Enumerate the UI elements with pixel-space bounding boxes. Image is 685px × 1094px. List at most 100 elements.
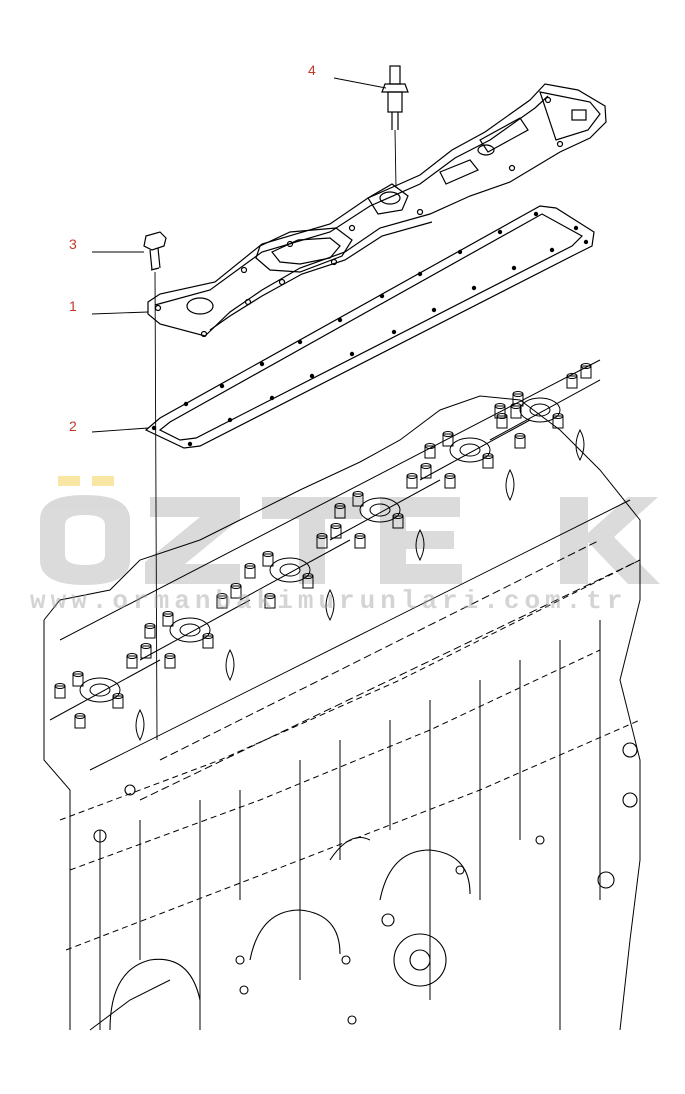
head-bolt — [54, 685, 66, 699]
head-bolt-top — [334, 503, 346, 509]
head-bolt — [112, 695, 124, 709]
head-bolt — [330, 525, 342, 539]
head-bolt-top — [144, 623, 156, 629]
head-bolt-top — [72, 671, 84, 677]
crank-bearing-saddles — [93, 742, 638, 1031]
head-bolt — [442, 433, 454, 447]
rocker-cover-boss-inner — [369, 503, 391, 517]
head-bolt-top — [406, 473, 418, 479]
head-bolt — [354, 535, 366, 549]
head-bolt — [126, 655, 138, 669]
head-bolt-top — [352, 491, 364, 497]
injector-clamp — [415, 528, 425, 562]
rocker-cover-boss — [359, 497, 401, 523]
callout-label-3: 3 — [69, 236, 77, 252]
rocker-cover-boss — [269, 557, 311, 583]
head-bolt-top — [552, 413, 564, 419]
head-bolt-top — [330, 523, 342, 529]
head-bolt — [264, 595, 276, 609]
callout-label-2: 2 — [69, 418, 77, 434]
rocker-cover-boss — [169, 617, 211, 643]
leader-lines — [91, 77, 387, 433]
head-bolt-top — [392, 513, 404, 519]
head-bolt-top — [262, 551, 274, 557]
rocker-cover-boss-inner — [459, 443, 481, 457]
head-bolt-top — [316, 533, 328, 539]
rocker-cover-boss-inner — [529, 403, 551, 417]
injector-clamp — [505, 468, 515, 502]
head-bolt-top — [566, 373, 578, 379]
valve-cover — [147, 83, 607, 338]
head-bolt — [352, 493, 364, 507]
rocker-cover-boss — [449, 437, 491, 463]
injector-clamp — [225, 648, 235, 682]
head-bolt — [72, 673, 84, 687]
head-bolt-top — [512, 391, 524, 397]
sensor-stud — [381, 65, 409, 189]
rocker-shaft-line — [489, 379, 601, 441]
head-bolt-top — [216, 593, 228, 599]
head-bolt — [580, 365, 592, 379]
rocker-shaft-line — [239, 539, 351, 601]
head-bolt — [566, 375, 578, 389]
head-bolt-top — [354, 533, 366, 539]
head-bolt-top — [54, 683, 66, 689]
head-bolt — [202, 635, 214, 649]
head-bolt-top — [580, 363, 592, 369]
rocker-shaft-line — [329, 479, 441, 541]
head-bolt — [496, 415, 508, 429]
head-bolt-top — [442, 431, 454, 437]
rocker-shaft-line — [139, 599, 251, 661]
head-bolt-top — [420, 463, 432, 469]
head-bolt — [482, 455, 494, 469]
head-bolt-top — [202, 633, 214, 639]
head-bolt — [230, 585, 242, 599]
callout-label-1: 1 — [69, 298, 77, 314]
head-bolt — [406, 475, 418, 489]
rocker-cover-boss-inner — [279, 563, 301, 577]
rocker-cover-boss — [79, 677, 121, 703]
head-bolt — [244, 565, 256, 579]
head-bolt — [514, 435, 526, 449]
head-bolt — [262, 553, 274, 567]
head-bolt-top — [112, 693, 124, 699]
head-bolt-top — [302, 573, 314, 579]
head-bolt — [424, 445, 436, 459]
head-bolt — [552, 415, 564, 429]
head-bolt — [140, 645, 152, 659]
head-bolt — [74, 715, 86, 729]
head-bolt — [144, 625, 156, 639]
head-bolt-top — [162, 611, 174, 617]
rocker-cover-boss-inner — [89, 683, 111, 697]
rocker-shaft-line — [49, 659, 161, 721]
head-bolt — [420, 465, 432, 479]
head-bolt — [512, 393, 524, 407]
rocker-assemblies — [49, 363, 601, 742]
injector-clamp — [135, 708, 145, 742]
watermark-url: www.ormanbakimurunlari.com.tr — [30, 586, 628, 616]
head-bolt-top — [244, 563, 256, 569]
head-bolt — [316, 535, 328, 549]
head-bolt — [444, 475, 456, 489]
callout-label-4: 4 — [308, 62, 316, 78]
head-bolt — [334, 505, 346, 519]
injector-clamp — [575, 428, 585, 462]
head-bolt-top — [482, 453, 494, 459]
head-bolt-top — [164, 653, 176, 659]
head-bolt-top — [140, 643, 152, 649]
head-bolt-top — [514, 433, 526, 439]
head-bolt — [162, 613, 174, 627]
head-bolt-top — [126, 653, 138, 659]
head-bolt — [494, 405, 506, 419]
engine-block — [43, 359, 641, 1031]
head-bolt-top — [494, 403, 506, 409]
watermark-logo — [40, 476, 660, 585]
head-bolt-top — [444, 473, 456, 479]
head-bolt — [216, 595, 228, 609]
cover-bolt — [143, 231, 167, 741]
head-bolt-top — [230, 583, 242, 589]
valve-cover-gasket — [144, 205, 595, 449]
rocker-shaft-line — [419, 419, 531, 481]
head-bolt — [302, 575, 314, 589]
